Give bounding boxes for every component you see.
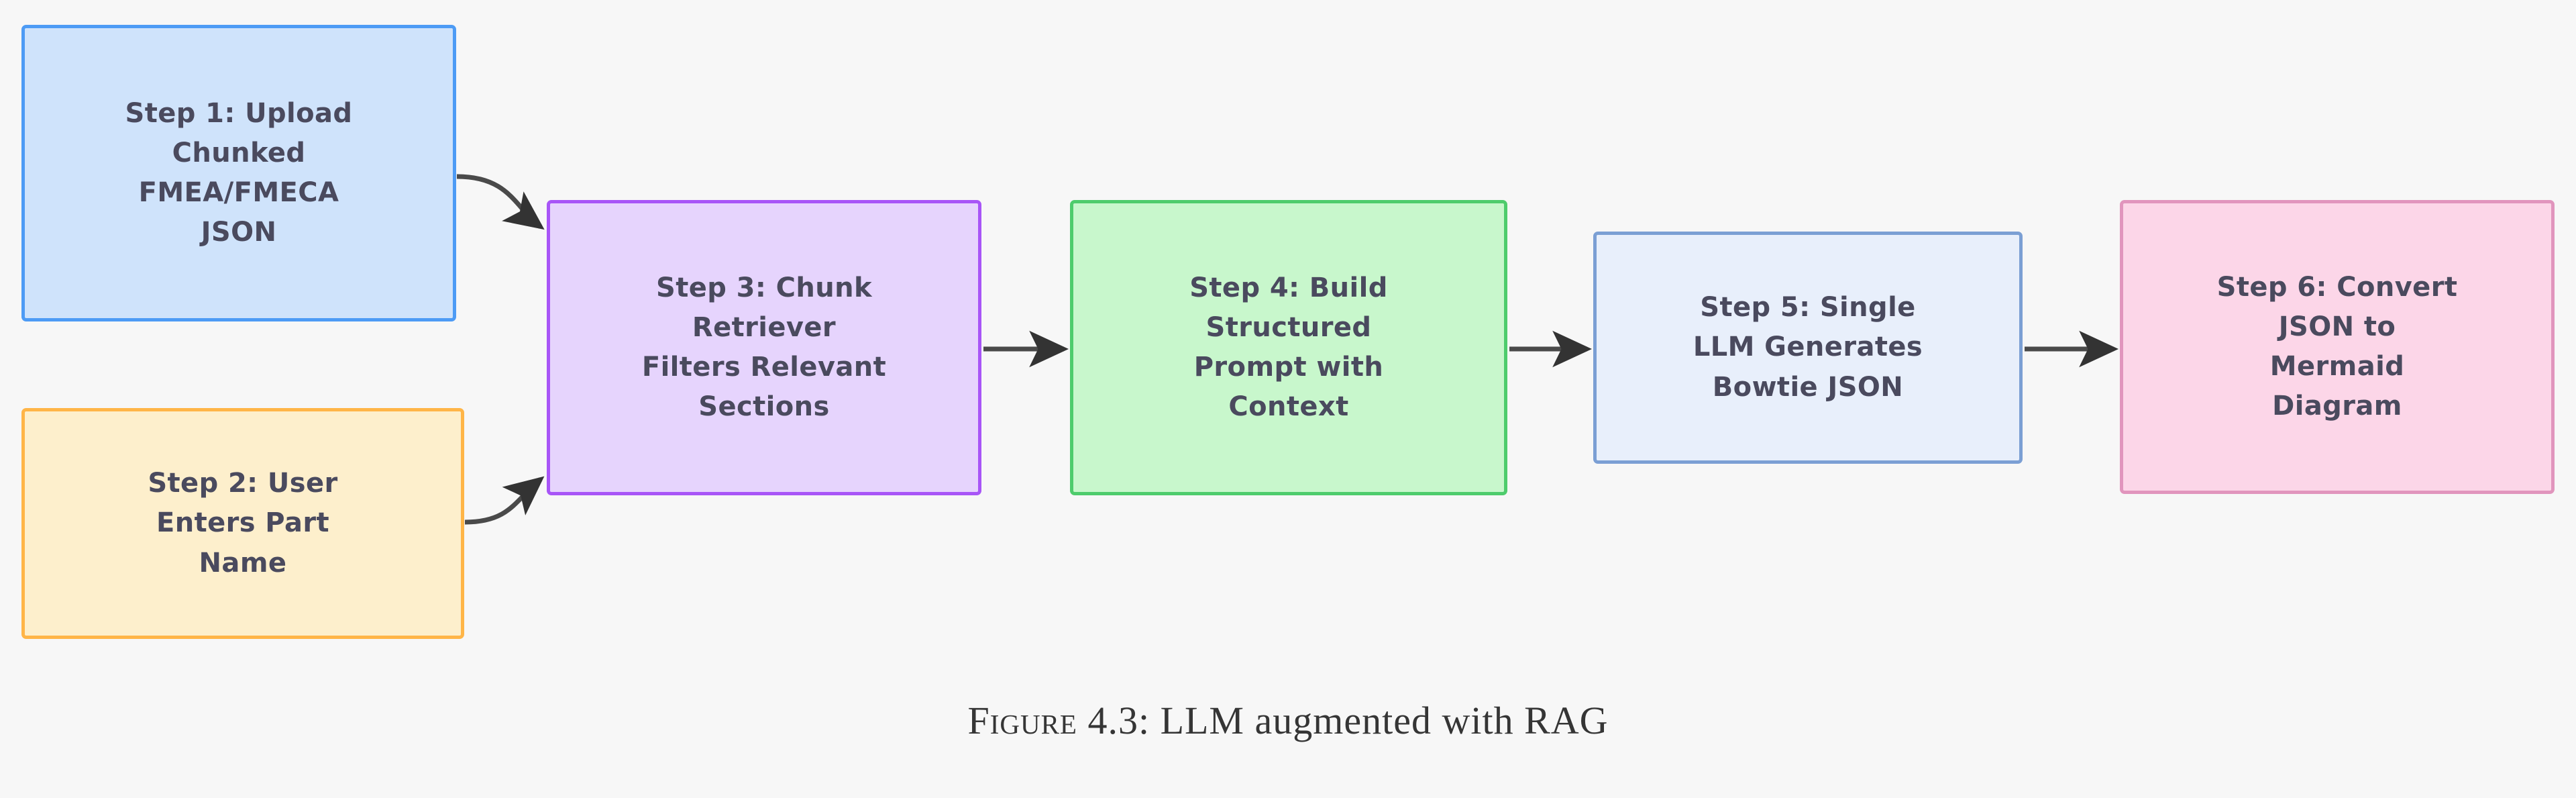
figure-caption-wrap: Figure 4.3: LLM augmented with RAG [0, 698, 2576, 743]
flow-node-step-2-label: Step 2: User Enters Part Name [148, 468, 338, 579]
flow-node-step-6[interactable]: Step 6: Convert JSON to Mermaid Diagram [2120, 200, 2555, 494]
figure-caption-text: LLM augmented with RAG [1160, 699, 1609, 742]
flow-node-step-5-label: Step 5: Single LLM Generates Bowtie JSON [1693, 292, 1923, 403]
flow-node-step-6-label: Step 6: Convert JSON to Mermaid Diagram [2216, 271, 2458, 422]
flowchart-canvas: Step 1: Upload Chunked FMEA/FMECA JSON S… [21, 25, 2555, 639]
flow-node-step-2[interactable]: Step 2: User Enters Part Name [21, 408, 464, 639]
flow-node-step-1-label: Step 1: Upload Chunked FMEA/FMECA JSON [125, 97, 353, 248]
flow-node-step-5[interactable]: Step 5: Single LLM Generates Bowtie JSON [1593, 232, 2023, 464]
flow-node-step-3-label: Step 3: Chunk Retriever Filters Relevant… [641, 272, 887, 423]
flow-node-step-1[interactable]: Step 1: Upload Chunked FMEA/FMECA JSON [21, 25, 456, 321]
flow-node-step-3[interactable]: Step 3: Chunk Retriever Filters Relevant… [547, 200, 981, 495]
edge-step2-to-step3 [464, 476, 545, 525]
edge-step1-to-step3 [456, 174, 545, 230]
flow-node-step-4[interactable]: Step 4: Build Structured Prompt with Con… [1070, 200, 1507, 495]
figure-caption: Figure 4.3: LLM augmented with RAG [967, 698, 1608, 743]
figure-caption-prefix: Figure 4.3: [967, 699, 1150, 742]
flow-node-step-4-label: Step 4: Build Structured Prompt with Con… [1189, 272, 1388, 423]
